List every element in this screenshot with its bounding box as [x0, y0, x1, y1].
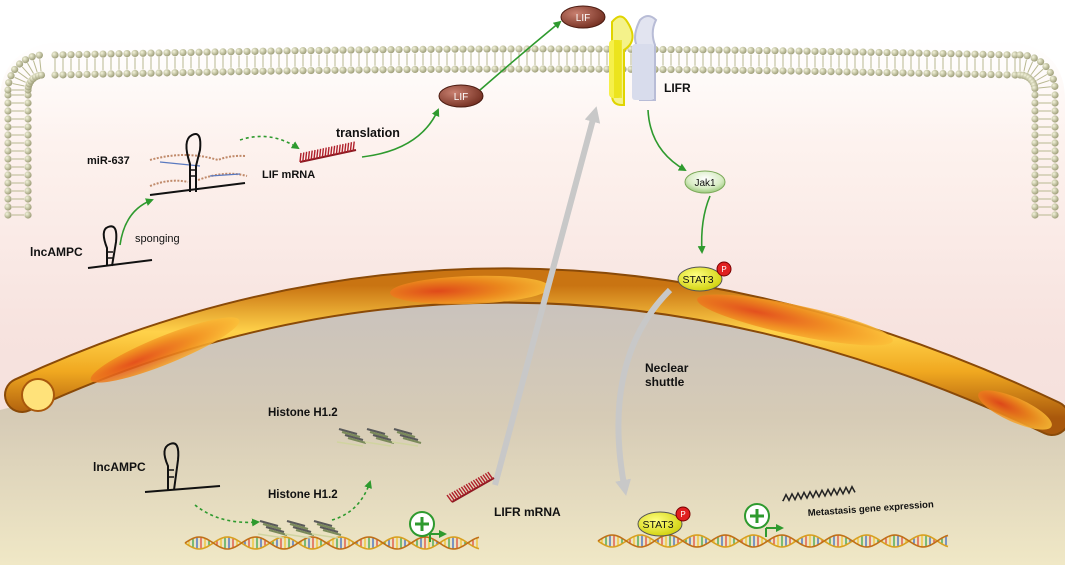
- lifr-receptor: [609, 15, 658, 106]
- green-arrows: [119, 20, 711, 527]
- nuclear-shuttle-label-1: Neclear: [645, 361, 689, 375]
- lif-mrna-label: LIF mRNA: [262, 169, 315, 181]
- phospho-nucleus-label: P: [680, 510, 685, 519]
- lifr-label: LIFR: [664, 81, 691, 95]
- lif-mrna-strand: [299, 141, 357, 163]
- histone-top-label: Histone H1.2: [268, 407, 338, 419]
- mir637-complex: [149, 133, 248, 196]
- plus-circle-icon: [744, 503, 784, 537]
- translation-label: translation: [336, 126, 400, 140]
- lif-ligand-top: LIF: [560, 5, 606, 29]
- rna-hairpin-icon: [185, 133, 202, 192]
- stat3-nucleus-label: STAT3: [642, 519, 673, 531]
- jak1-label: Jak1: [694, 178, 716, 189]
- nuclear-shuttle-label-2: shuttle: [645, 375, 685, 389]
- stat3-cyto-label: STAT3: [682, 274, 713, 286]
- histone-cluster-top: [336, 427, 422, 447]
- lif-top-label: LIF: [576, 13, 590, 24]
- lif-ligand-mid: LIF: [438, 84, 484, 108]
- nuclear-shuttle-arrow: [615, 287, 673, 496]
- histone-cluster-bottom: [257, 519, 342, 539]
- plus-circle-icon: [409, 511, 447, 542]
- lifr-transport-arrow: [492, 106, 601, 486]
- histone-bottom-label: Histone H1.2: [268, 489, 338, 501]
- stat3-cyto: STAT3 P: [677, 261, 732, 292]
- sponging-label: sponging: [135, 233, 180, 245]
- metastasis-transcript: [782, 485, 856, 502]
- envelope-segments: [21, 275, 1052, 430]
- dna-helix-icon: [597, 534, 949, 548]
- lif-mid-label: LIF: [454, 92, 468, 103]
- mir637-label: miR-637: [87, 155, 130, 167]
- lncampc-cyto-label: lncAMPC: [30, 245, 83, 259]
- lncampc-nucleus: [144, 442, 221, 493]
- lifr-mrna-strand: [446, 471, 495, 503]
- nucleus-region: [0, 296, 1065, 565]
- jak1-kinase: Jak1: [684, 170, 726, 194]
- stat3-nucleus: STAT3 P: [637, 506, 691, 537]
- lncampc-nucleus-label: lncAMPC: [93, 460, 146, 474]
- lncampc-cyto: [87, 225, 153, 269]
- phospho-cyto-label: P: [721, 265, 726, 274]
- lifr-mrna-label: LIFR mRNA: [494, 505, 561, 519]
